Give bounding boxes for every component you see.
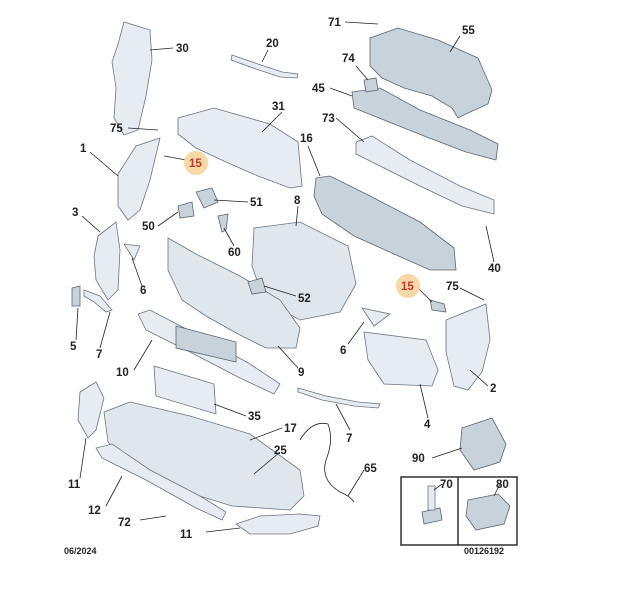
callout-8: 8 — [294, 195, 301, 207]
part-10-plate-area — [175, 325, 237, 363]
callout-80: 80 — [496, 479, 509, 491]
part-73-lower-beam — [355, 135, 495, 215]
callout-73: 73 — [322, 113, 335, 125]
callout-5: 5 — [70, 341, 77, 353]
highlight-15-left — [184, 151, 208, 175]
callout-16: 16 — [300, 133, 313, 145]
callout-52: 52 — [298, 293, 311, 305]
callout-2: 2 — [490, 383, 496, 395]
part-60-pin — [217, 213, 229, 233]
callout-31: 31 — [272, 101, 285, 113]
part-30-bracket — [111, 21, 153, 136]
callout-75-right: 75 — [446, 281, 459, 293]
part-6-right-panel — [361, 307, 391, 327]
callout-7-right: 7 — [346, 433, 352, 445]
callout-25: 25 — [274, 445, 287, 457]
callout-30: 30 — [176, 43, 189, 55]
callout-10: 10 — [116, 367, 129, 379]
callout-12: 12 — [88, 505, 101, 517]
part-90-fastener-kit — [459, 417, 507, 471]
callout-labels: 71 55 30 20 74 45 31 75 73 1 15 16 51 3 … — [68, 17, 509, 541]
part-9-grille-mesh — [167, 237, 301, 349]
part-11-left-corner — [77, 381, 105, 439]
callout-60: 60 — [228, 247, 241, 259]
fastener-inset — [400, 476, 518, 546]
part-31-air-guide — [177, 107, 303, 189]
part-65-cable — [299, 422, 355, 503]
part-70-bolt-shaft — [427, 485, 436, 511]
callout-71: 71 — [328, 17, 341, 29]
part-52-clip — [247, 277, 267, 295]
callout-35: 35 — [248, 411, 261, 423]
callout-4: 4 — [424, 419, 431, 431]
callout-74: 74 — [342, 53, 355, 65]
part-50-bracket — [177, 201, 195, 219]
part-7-right-strip — [297, 387, 381, 409]
part-15-right-clip — [429, 299, 447, 313]
callout-1: 1 — [80, 143, 87, 155]
callout-3: 3 — [72, 207, 78, 219]
callout-11-left: 11 — [68, 479, 81, 491]
part-74-clip — [363, 77, 379, 93]
callout-11-bottom: 11 — [180, 529, 193, 541]
part-1-side-panel — [117, 137, 161, 221]
callout-50: 50 — [142, 221, 155, 233]
part-20-strip — [230, 54, 299, 79]
part-80-clip — [465, 493, 511, 531]
callout-65: 65 — [364, 463, 377, 475]
callout-75-top: 75 — [110, 123, 123, 135]
callout-90: 90 — [412, 453, 425, 465]
part-12-lower-strip — [95, 443, 227, 521]
part-5-clip — [71, 285, 81, 307]
part-35-plate — [153, 365, 217, 415]
callout-45: 45 — [312, 83, 325, 95]
callout-20: 20 — [266, 38, 279, 50]
callout-17: 17 — [284, 423, 297, 435]
callout-40: 40 — [488, 263, 501, 275]
callout-72: 72 — [118, 517, 131, 529]
callout-6-left: 6 — [140, 285, 146, 297]
highlight-15-right — [396, 274, 420, 298]
callout-51: 51 — [250, 197, 263, 209]
callout-70: 70 — [440, 479, 453, 491]
part-51-bracket — [195, 187, 219, 209]
part-45-upper-beam — [351, 87, 499, 161]
diagram-reference: 00126192 — [464, 546, 504, 556]
part-16-absorber — [313, 175, 457, 271]
part-2-right-corner — [445, 303, 491, 391]
callout-55: 55 — [462, 25, 475, 37]
callout-6-right: 6 — [340, 345, 346, 357]
diagram-date: 06/2024 — [64, 546, 97, 556]
part-8-grille-frame — [251, 221, 357, 321]
callout-15-left: 15 — [189, 158, 202, 170]
part-55-upper-member — [369, 27, 493, 119]
part-3-corner — [93, 221, 121, 301]
callout-7-left: 7 — [96, 349, 102, 361]
callout-9: 9 — [298, 367, 304, 379]
callout-15-right: 15 — [401, 281, 414, 293]
part-6-left-deflector — [123, 243, 141, 261]
part-11-lower-lip — [235, 513, 321, 535]
leader-lines — [75, 21, 495, 533]
part-7-left-strip — [83, 289, 113, 313]
part-4-right-cover — [363, 331, 439, 387]
